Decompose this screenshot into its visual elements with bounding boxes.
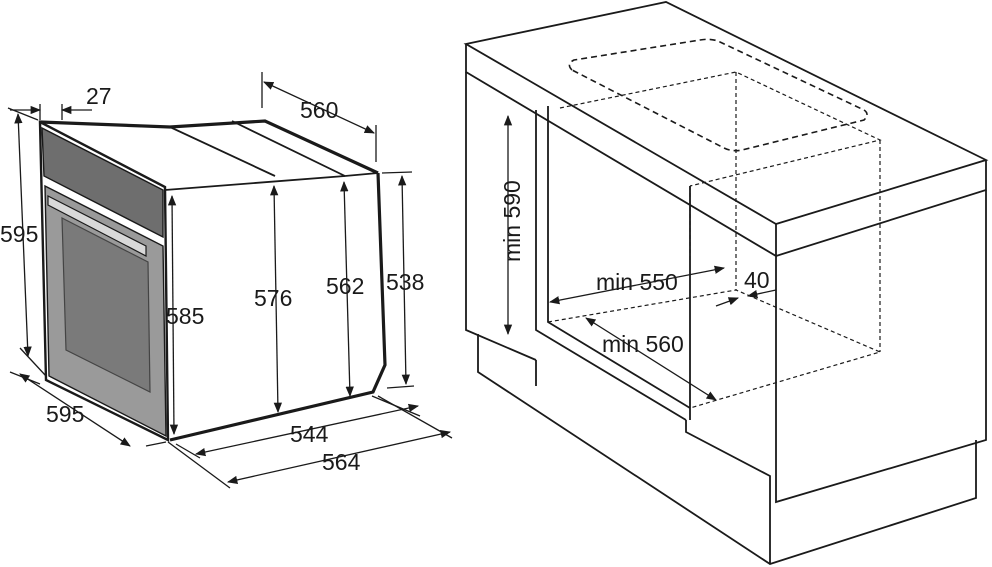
dim-oven-height-inner: 576 — [254, 285, 292, 311]
oven-top-rear-edge — [231, 120, 379, 177]
dim-oven-depth-top: 560 — [300, 97, 338, 123]
niche-floor — [547, 289, 882, 409]
dim-oven-height-back: 538 — [386, 269, 424, 295]
niche-back-right — [735, 72, 881, 352]
oven-handle — [47, 195, 147, 257]
worktop-top — [463, 1, 989, 225]
cabinet-plinth — [477, 334, 977, 565]
cabinet-right-panel — [775, 190, 987, 504]
worktop-side-edge — [775, 160, 987, 257]
oven-top-outline — [39, 119, 379, 175]
niche-back-top — [559, 71, 882, 187]
dim-oven-height-body: 585 — [166, 303, 204, 329]
cabinet-plinth-front — [535, 360, 771, 564]
dim-oven-height-total: 595 — [0, 221, 38, 247]
dim-cabinet-min-depth: min 560 — [602, 331, 684, 357]
dim-oven-height-rear: 562 — [326, 273, 364, 299]
control-panel — [41, 126, 164, 239]
cabinet-front-left — [465, 72, 537, 361]
dim-oven-width: 595 — [46, 401, 84, 427]
oven-door-glass — [61, 217, 151, 393]
oven-side-top-edge — [164, 175, 346, 191]
cabinet-opening-left — [535, 110, 687, 421]
hob-cutout — [568, 38, 868, 152]
dim-cabinet-min-width: min 550 — [596, 269, 678, 295]
oven-top-seam — [169, 126, 276, 177]
worktop-front-edge — [465, 44, 777, 258]
dim-cabinet-gap: 40 — [744, 267, 770, 293]
oven-drawing: 560 27 595 585 576 562 538 595 — [0, 72, 453, 489]
dim-oven-depth-inner: 544 — [290, 421, 329, 447]
dim-oven-front-thickness: 27 — [86, 83, 112, 109]
dim-oven-depth-total: 564 — [322, 449, 361, 475]
dim-cabinet-min-height: min 590 — [499, 180, 525, 262]
cabinet-drawing: min 590 min 550 40 min 560 — [463, 1, 989, 565]
cabinet-opening-left-inner — [547, 106, 691, 409]
